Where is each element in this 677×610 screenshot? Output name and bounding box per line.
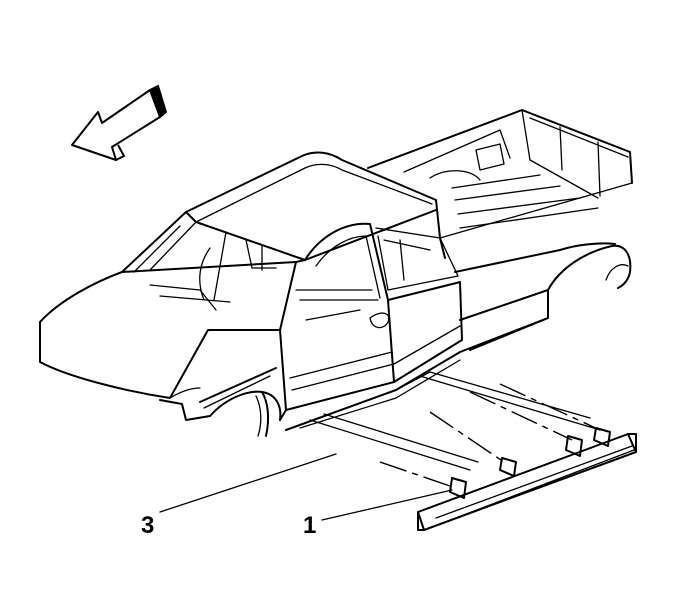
installation-guide-lines xyxy=(379,383,601,487)
cab-roof xyxy=(185,151,441,261)
underbody xyxy=(285,317,601,471)
assist-step xyxy=(417,433,637,531)
assist-step-bracket-front xyxy=(449,477,467,499)
hood-and-front-fender xyxy=(39,271,287,437)
callout-leader-3 xyxy=(159,453,337,513)
forward-direction-arrow-icon xyxy=(71,84,168,161)
assist-step-bracket-middle xyxy=(565,435,583,457)
callout-label-1: 1 xyxy=(303,512,317,539)
assist-step-bracket-rear-left xyxy=(499,457,517,477)
truck-bed xyxy=(367,109,633,273)
windshield-frame xyxy=(121,211,306,311)
callout-label-3: 3 xyxy=(141,512,155,539)
callout-leader-1 xyxy=(321,489,453,521)
cab-door xyxy=(279,222,463,411)
rear-fender xyxy=(459,244,632,351)
assist-step-bracket-rear xyxy=(593,427,611,447)
